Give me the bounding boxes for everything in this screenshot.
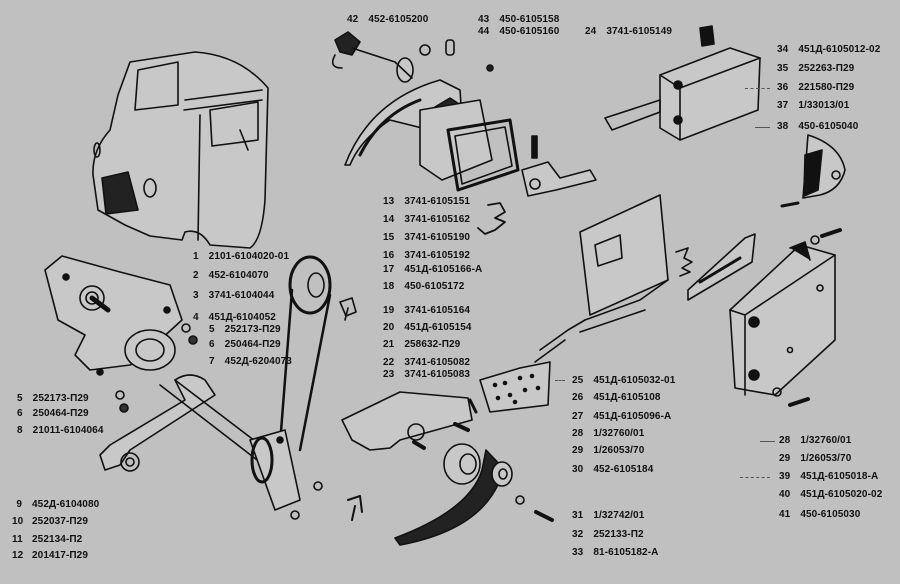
inner-handle [394, 443, 554, 546]
regulator-pulley-and-cable [249, 255, 363, 521]
leader-line-38 [755, 127, 770, 128]
torsion-spring [477, 202, 693, 277]
leader-line-36 [745, 88, 770, 89]
latch-wedge [802, 134, 846, 199]
lock-mechanism-plate [341, 361, 551, 451]
cab-body [92, 51, 269, 249]
regulator-bracket [44, 255, 198, 413]
lock-rod [534, 194, 756, 363]
leader-line-28b [760, 441, 775, 442]
handle-gasket [419, 99, 520, 192]
lock-body-upper [604, 25, 761, 141]
leader-line-39 [740, 477, 770, 478]
lock-body-lower [729, 201, 842, 407]
key-and-lock-cylinder [331, 31, 494, 83]
lock-lever [521, 135, 597, 197]
leader-line-25 [555, 380, 565, 381]
